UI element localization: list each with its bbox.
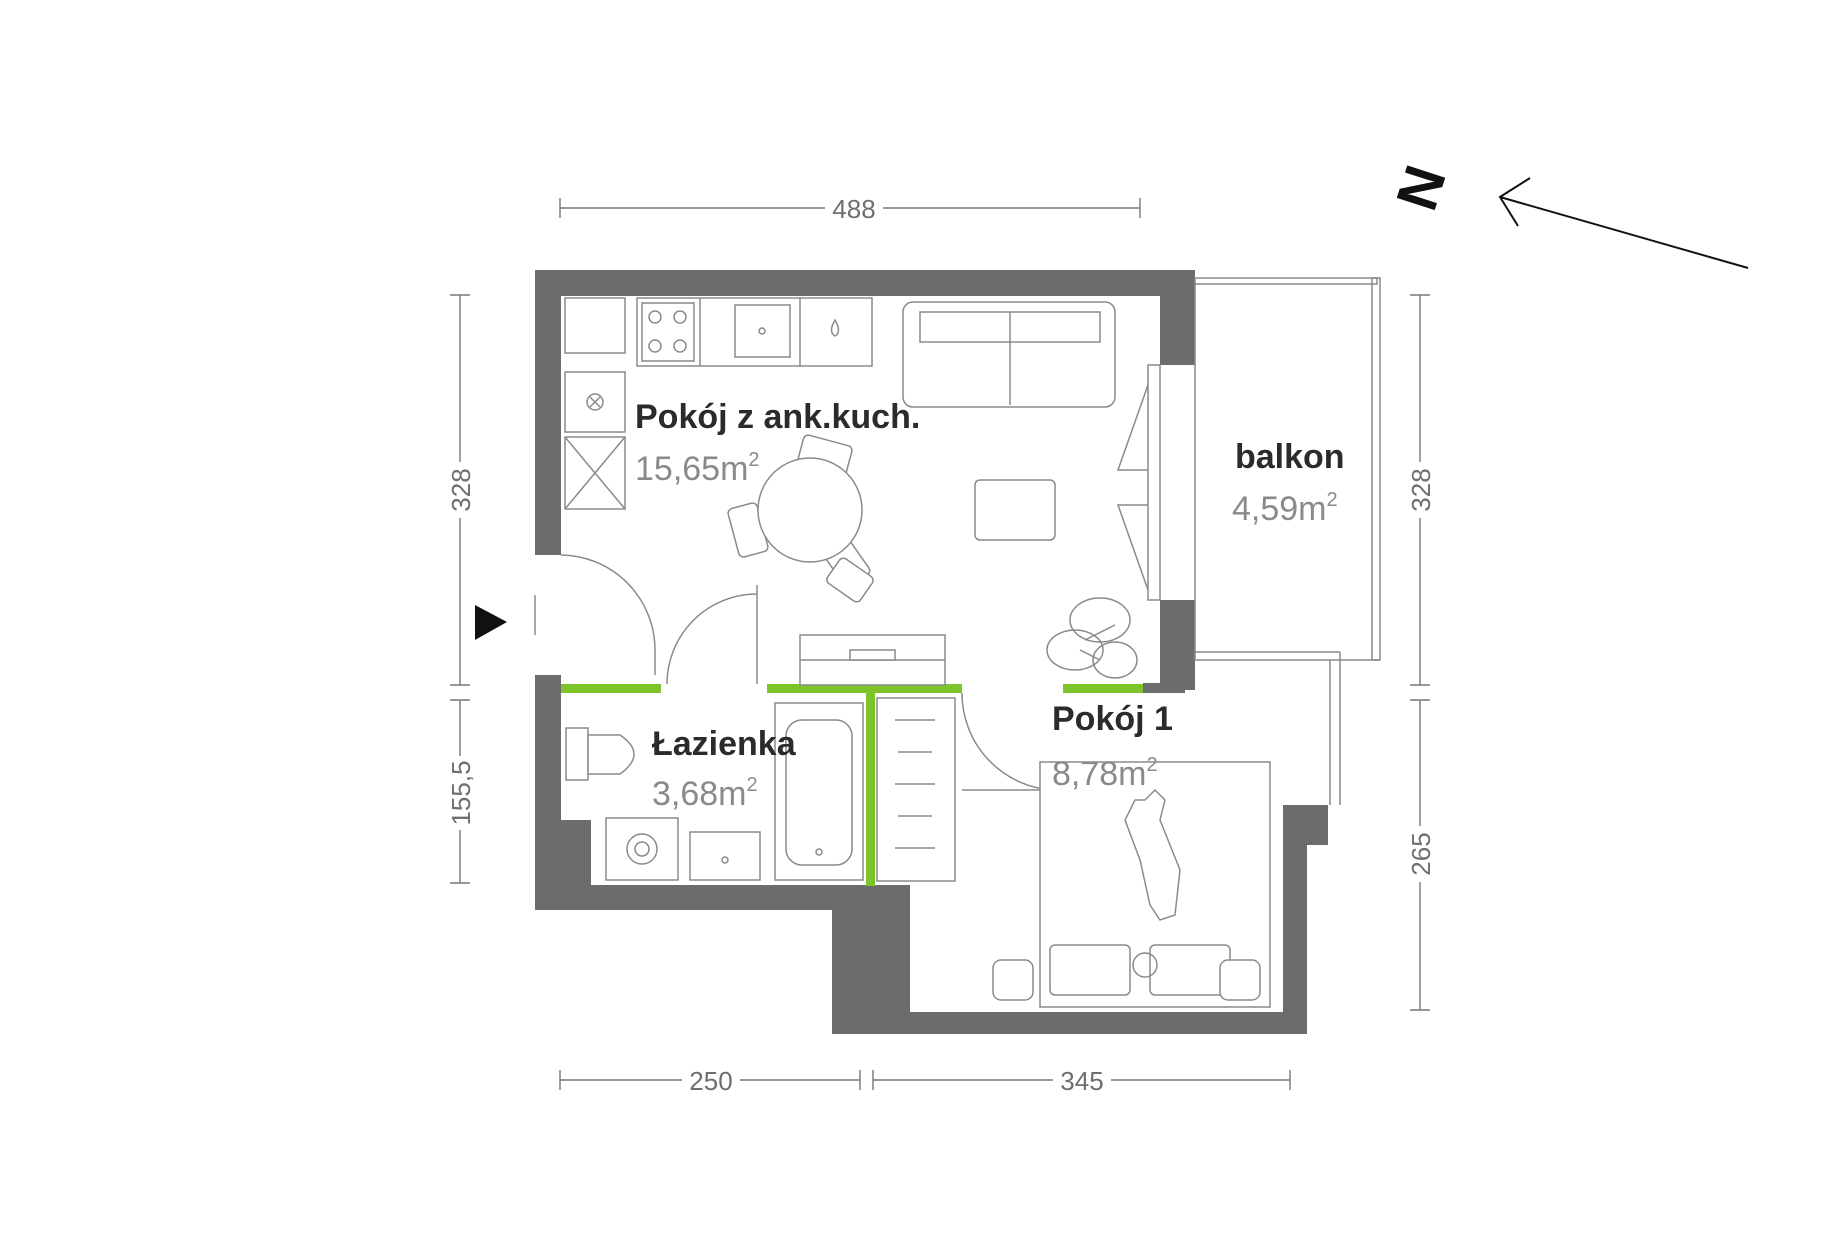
dimension-left-upper: 328 bbox=[445, 294, 476, 686]
room-area-sup: 2 bbox=[1147, 754, 1158, 776]
room-name: Pokój 1 bbox=[1052, 700, 1173, 738]
room-area-sup: 2 bbox=[748, 449, 759, 471]
dimension-top-label: 488 bbox=[832, 194, 875, 224]
dining-table bbox=[727, 434, 874, 603]
washer-unit bbox=[564, 371, 626, 510]
partition-walls bbox=[561, 684, 1143, 886]
bedroom-door bbox=[961, 692, 1053, 791]
room-area-value: 8,78m bbox=[1052, 755, 1147, 793]
washing-machine bbox=[605, 817, 679, 881]
room-area: 4,59m2 bbox=[1232, 489, 1338, 528]
plant-icon bbox=[1046, 597, 1138, 679]
dimension-right-upper: 328 bbox=[1405, 294, 1436, 686]
room-area-sup: 2 bbox=[747, 774, 758, 796]
room-area: 15,65m2 bbox=[635, 449, 760, 488]
sofa bbox=[902, 301, 1116, 408]
kitchen-counter bbox=[636, 297, 873, 367]
room-label-living: Pokój z ank.kuch. 15,65m2 bbox=[635, 398, 920, 488]
tv-unit bbox=[799, 634, 946, 686]
dimension-bottom-left-label: 250 bbox=[689, 1066, 732, 1096]
nightstand bbox=[1219, 959, 1261, 1001]
room-name: Łazienka bbox=[652, 725, 797, 763]
room-label-balcony: balkon 4,59m2 bbox=[1232, 438, 1345, 528]
room-area-sup: 2 bbox=[1327, 489, 1338, 511]
room-label-bathroom: Łazienka 3,68m2 bbox=[652, 725, 797, 813]
entrance-arrow-icon bbox=[475, 605, 507, 640]
room-area-value: 4,59m bbox=[1232, 490, 1327, 528]
toilet bbox=[565, 727, 635, 781]
nightstand bbox=[992, 959, 1034, 1001]
dimension-bottom-left: 250 bbox=[559, 1065, 861, 1096]
north-arrow: N bbox=[1384, 158, 1749, 269]
person-icon bbox=[1124, 788, 1181, 978]
dimension-bottom-right-label: 345 bbox=[1060, 1066, 1103, 1096]
dimension-left-lower: 155,5 bbox=[445, 699, 476, 884]
bed bbox=[1039, 761, 1271, 1008]
coffee-table bbox=[974, 479, 1056, 541]
bathroom-door bbox=[666, 585, 758, 685]
balcony bbox=[1194, 277, 1381, 805]
room-name: balkon bbox=[1235, 438, 1345, 476]
dimension-bottom-right: 345 bbox=[872, 1065, 1291, 1096]
room-name: Pokój z ank.kuch. bbox=[635, 398, 920, 436]
room-area-value: 3,68m bbox=[652, 775, 747, 813]
room-area: 8,78m2 bbox=[1052, 754, 1158, 793]
balcony-door bbox=[1116, 364, 1161, 601]
dimension-right-upper-label: 328 bbox=[1406, 468, 1436, 511]
wardrobe bbox=[876, 697, 956, 882]
entrance-door bbox=[534, 554, 656, 675]
walls bbox=[535, 270, 1328, 1034]
dimension-left-lower-label: 155,5 bbox=[446, 760, 476, 825]
north-label: N bbox=[1384, 158, 1459, 218]
bathtub bbox=[774, 702, 864, 881]
dimension-right-lower-label: 265 bbox=[1406, 832, 1436, 875]
bathroom-sink bbox=[689, 831, 761, 881]
dimension-right-lower: 265 bbox=[1405, 699, 1436, 1011]
room-label-bedroom: Pokój 1 8,78m2 bbox=[1052, 700, 1173, 793]
room-area-value: 15,65m bbox=[635, 450, 748, 488]
dimension-left-upper-label: 328 bbox=[446, 468, 476, 511]
room-area: 3,68m2 bbox=[652, 774, 758, 813]
dimension-top: 488 bbox=[559, 193, 1141, 224]
